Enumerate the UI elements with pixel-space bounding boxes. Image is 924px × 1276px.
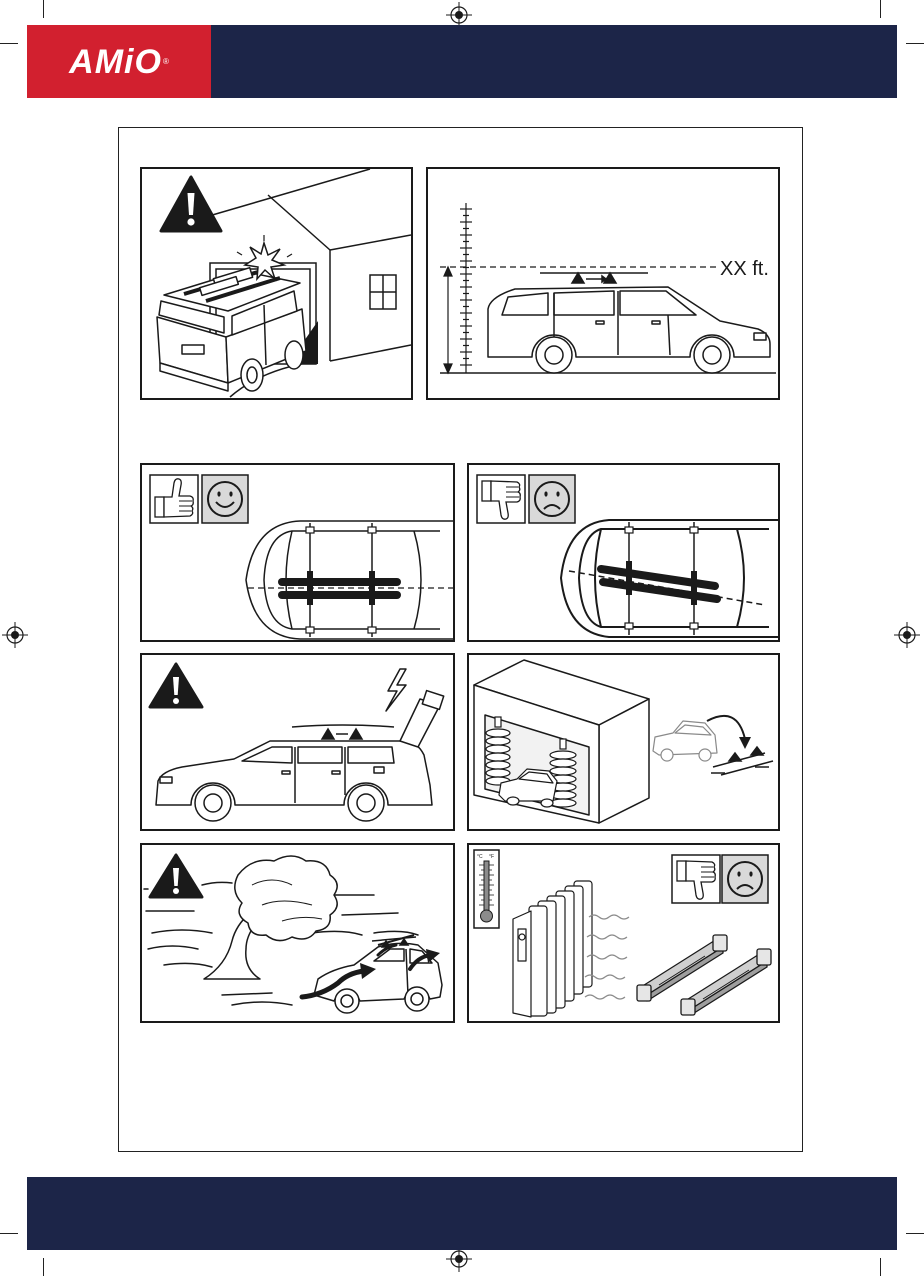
door-handle [652,321,660,324]
registration-mark-left [2,622,28,648]
crop-mark [0,1233,18,1234]
suv-wheel [285,341,303,369]
panel-height-check: XX ft. [426,167,780,400]
roof-rack-correct [248,523,453,637]
panel-wind-warning [140,843,455,1023]
roof-rack [292,725,394,739]
removed-roof-rack [711,747,773,775]
door-handle [332,771,340,774]
radiator-knob [519,934,525,940]
height-ruler [460,203,472,373]
panel-car-wash [467,653,780,831]
brand-logo: AMiO [69,45,162,79]
panel-correct-mounting [140,463,455,642]
panel-garage-warning [140,167,413,400]
suv-licence-plate [182,345,204,354]
registration-mark-right [894,622,920,648]
fuel-cap [374,767,384,773]
wagon-headlight [160,777,172,783]
wagon-window [348,747,394,763]
panel-heat-warning: °C °F [467,843,780,1023]
panel-wrong-mounting [467,463,780,642]
wagon-window [554,291,614,315]
thumbs-down-icon [477,475,525,523]
celsius-label: °C [477,854,483,860]
panel-tailgate-warning [140,653,455,831]
sedan-outside [653,721,717,761]
radiator-heater [513,881,592,1017]
suv-illustration [157,268,306,391]
wagon-illustration [156,691,444,821]
crop-mark [43,0,44,18]
door-handle [282,771,290,774]
fahrenheit-label: °F [489,854,494,860]
tree-canopy [235,856,337,941]
wagon-illustration [488,287,770,373]
footer-bar [27,1177,897,1250]
tree-illustration [204,856,337,979]
smiley-sad-icon [529,475,575,523]
brand-logo-block: AMiO ® [27,25,211,98]
crop-mark [880,1258,881,1276]
warning-icon [161,177,221,231]
smiley-sad-icon [722,855,768,903]
wagon-window [502,293,548,315]
warning-icon [150,855,202,897]
crop-mark [906,1233,924,1234]
crop-mark [0,43,18,44]
warning-icon [150,664,202,707]
thermometer-icon: °C °F [474,850,499,928]
wagon-window [298,747,342,763]
lightning-icon [386,669,406,711]
thumbs-up-icon [150,475,198,523]
crop-mark [43,1258,44,1276]
wagon-headlight [754,333,766,340]
crop-mark [880,0,881,18]
crop-mark [906,43,924,44]
door-handle [596,321,604,324]
smiley-happy-icon [202,475,248,523]
roof-rack [540,273,648,283]
header-bar [211,25,897,98]
radiator-front-panel [513,911,531,1017]
registered-mark: ® [163,57,169,66]
height-arrow [444,267,452,373]
thumbs-down-icon [672,855,720,903]
height-label: XX ft. [720,258,769,280]
